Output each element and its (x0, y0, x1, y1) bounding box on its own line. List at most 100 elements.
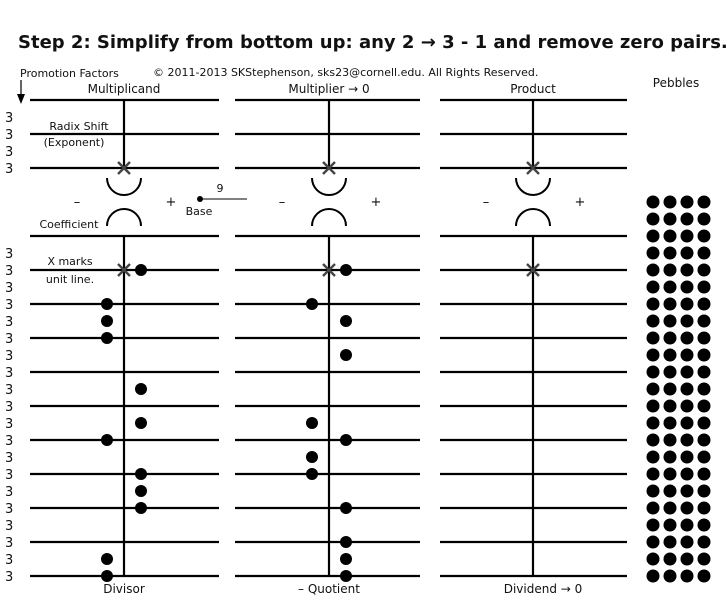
pebble[interactable] (646, 484, 660, 498)
pebble[interactable] (646, 433, 660, 447)
pebble[interactable] (663, 195, 677, 209)
pebble[interactable] (680, 467, 694, 481)
bead[interactable] (135, 383, 147, 395)
pebble[interactable] (663, 246, 677, 260)
pebble[interactable] (646, 416, 660, 430)
pebble[interactable] (680, 501, 694, 515)
pebble[interactable] (697, 229, 711, 243)
bead[interactable] (340, 536, 352, 548)
pebble[interactable] (663, 212, 677, 226)
pebble[interactable] (646, 518, 660, 532)
pebble[interactable] (680, 399, 694, 413)
bead[interactable] (340, 315, 352, 327)
pebble[interactable] (697, 382, 711, 396)
pebble[interactable] (697, 501, 711, 515)
bead[interactable] (340, 570, 352, 582)
pebble[interactable] (697, 280, 711, 294)
pebble[interactable] (663, 484, 677, 498)
bead[interactable] (306, 468, 318, 480)
bead[interactable] (340, 553, 352, 565)
bead[interactable] (340, 502, 352, 514)
bead[interactable] (306, 417, 318, 429)
pebble[interactable] (680, 365, 694, 379)
pebble[interactable] (680, 433, 694, 447)
pebble[interactable] (646, 569, 660, 583)
pebble[interactable] (697, 297, 711, 311)
pebble[interactable] (697, 416, 711, 430)
pebble[interactable] (663, 297, 677, 311)
pebble[interactable] (697, 212, 711, 226)
pebble[interactable] (663, 569, 677, 583)
pebble[interactable] (680, 246, 694, 260)
pebble[interactable] (663, 229, 677, 243)
bead[interactable] (340, 349, 352, 361)
bead[interactable] (101, 298, 113, 310)
pebble[interactable] (680, 569, 694, 583)
pebble[interactable] (646, 348, 660, 362)
pebble[interactable] (697, 331, 711, 345)
pebble[interactable] (646, 212, 660, 226)
pebble[interactable] (663, 501, 677, 515)
pebble[interactable] (646, 501, 660, 515)
pebble[interactable] (697, 365, 711, 379)
pebble[interactable] (663, 399, 677, 413)
pebble[interactable] (697, 569, 711, 583)
pebble[interactable] (680, 263, 694, 277)
pebble[interactable] (663, 314, 677, 328)
bead[interactable] (135, 485, 147, 497)
pebble[interactable] (663, 518, 677, 532)
pebble[interactable] (646, 314, 660, 328)
bead[interactable] (135, 468, 147, 480)
pebble[interactable] (680, 314, 694, 328)
bead[interactable] (340, 264, 352, 276)
pebble[interactable] (697, 433, 711, 447)
bead[interactable] (101, 553, 113, 565)
pebble[interactable] (663, 552, 677, 566)
pebble[interactable] (680, 229, 694, 243)
pebble[interactable] (697, 535, 711, 549)
pebble[interactable] (680, 535, 694, 549)
pebble[interactable] (680, 212, 694, 226)
pebble[interactable] (680, 518, 694, 532)
bead[interactable] (101, 570, 113, 582)
pebble[interactable] (697, 348, 711, 362)
bead[interactable] (340, 434, 352, 446)
pebble[interactable] (663, 467, 677, 481)
pebble[interactable] (697, 467, 711, 481)
pebble[interactable] (697, 314, 711, 328)
pebble[interactable] (646, 365, 660, 379)
pebble[interactable] (697, 263, 711, 277)
pebble[interactable] (680, 484, 694, 498)
pebble[interactable] (646, 552, 660, 566)
pebble[interactable] (680, 382, 694, 396)
pebble[interactable] (680, 348, 694, 362)
pebble[interactable] (646, 450, 660, 464)
pebble[interactable] (697, 399, 711, 413)
pebble[interactable] (663, 433, 677, 447)
bead[interactable] (135, 264, 147, 276)
pebble[interactable] (680, 331, 694, 345)
bead[interactable] (135, 417, 147, 429)
pebble[interactable] (663, 382, 677, 396)
pebble[interactable] (646, 280, 660, 294)
pebble[interactable] (646, 263, 660, 277)
pebble[interactable] (697, 518, 711, 532)
pebble[interactable] (680, 450, 694, 464)
bead[interactable] (306, 298, 318, 310)
pebble[interactable] (646, 399, 660, 413)
pebble[interactable] (680, 280, 694, 294)
pebble[interactable] (697, 246, 711, 260)
pebble[interactable] (646, 229, 660, 243)
bead[interactable] (306, 451, 318, 463)
bead[interactable] (101, 332, 113, 344)
pebble[interactable] (663, 416, 677, 430)
pebble[interactable] (663, 348, 677, 362)
pebble[interactable] (646, 382, 660, 396)
pebble[interactable] (646, 297, 660, 311)
pebble[interactable] (697, 450, 711, 464)
pebble[interactable] (663, 450, 677, 464)
pebble[interactable] (646, 535, 660, 549)
pebble[interactable] (680, 297, 694, 311)
pebble[interactable] (680, 552, 694, 566)
pebble[interactable] (646, 331, 660, 345)
